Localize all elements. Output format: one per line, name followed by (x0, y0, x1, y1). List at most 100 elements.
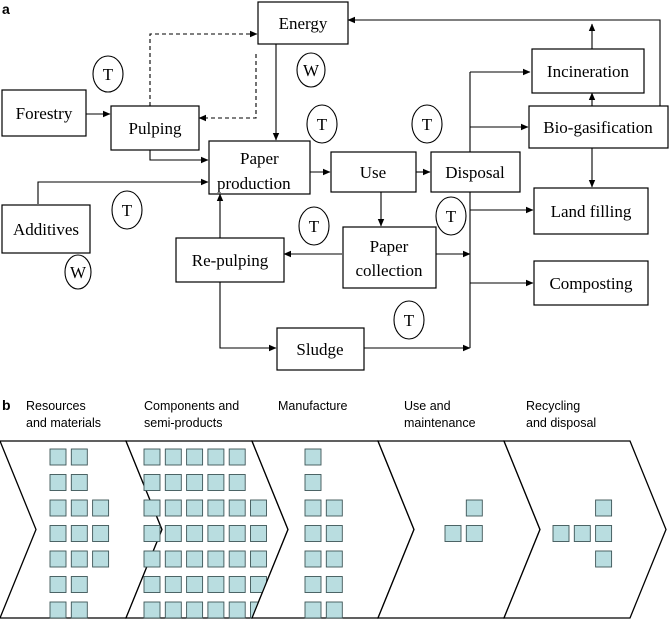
node-paper-collection-label-2: collection (355, 261, 423, 280)
edge-additives-paper-production (37, 178, 209, 204)
svg-text:T: T (122, 201, 133, 220)
component-square (92, 499, 110, 517)
component-square (70, 525, 88, 542)
component-square (143, 550, 161, 568)
component-square (250, 499, 267, 517)
lifecycle-stages: Resources and materials Components and semi… (0, 399, 667, 619)
svg-text:W: W (303, 61, 320, 80)
node-paper-production: Paper production (208, 140, 311, 195)
node-forestry-label: Forestry (16, 104, 73, 123)
component-square (595, 525, 613, 542)
panel-a: a (1, 1, 669, 371)
stage-title-line1: Components and (144, 399, 239, 413)
node-paper-collection-label-1: Paper (370, 237, 409, 256)
node-use-label: Use (360, 163, 386, 182)
badge-t-collection: T (435, 196, 467, 236)
edge-pulping-paper-production (149, 150, 209, 164)
component-square (325, 576, 343, 593)
component-square (186, 576, 204, 593)
component-square (465, 525, 483, 542)
stage-5: Recycling and disposal (503, 399, 667, 619)
node-pulping: Pulping (110, 105, 200, 151)
component-square (70, 474, 88, 491)
edge-re-pulping-sludge (219, 282, 277, 352)
component-square (304, 601, 322, 619)
component-square (186, 499, 204, 517)
component-square (186, 550, 204, 568)
component-square (444, 525, 462, 542)
node-re-pulping: Re-pulping (175, 237, 285, 283)
component-square (304, 499, 322, 517)
component-square (164, 576, 182, 593)
badge-w-additives: W (64, 254, 92, 290)
component-square (207, 601, 225, 619)
component-square (228, 525, 246, 542)
component-square (164, 601, 182, 619)
component-square (49, 550, 67, 568)
stage-title-line1: Resources (26, 399, 86, 413)
component-square (250, 525, 267, 542)
node-sludge-label: Sludge (296, 340, 343, 359)
node-incineration-label: Incineration (547, 62, 630, 81)
stage-title-line1: Manufacture (278, 399, 348, 413)
component-square (207, 474, 225, 491)
stage-title-line2: and materials (26, 416, 101, 430)
component-square (164, 525, 182, 542)
component-square (70, 601, 88, 619)
badge-t-additives: T (111, 190, 143, 230)
component-square (207, 550, 225, 568)
stage-3: Manufacture (251, 399, 415, 619)
component-square (164, 448, 182, 466)
svg-text:T: T (103, 65, 114, 84)
component-square (143, 474, 161, 491)
component-square (92, 550, 110, 568)
node-bio-gasification: Bio-gasification (528, 105, 669, 149)
svg-text:T: T (309, 217, 320, 236)
badge-t-sludge: T (393, 300, 425, 340)
component-square (186, 525, 204, 542)
stage-title-line1: Recycling (526, 399, 580, 413)
stage-title-line1: Use and (404, 399, 451, 413)
node-disposal-label: Disposal (445, 163, 505, 182)
component-square (228, 576, 246, 593)
component-square (573, 525, 591, 542)
component-square (186, 474, 204, 491)
component-square (552, 525, 570, 542)
component-square (228, 550, 246, 568)
component-square (70, 448, 88, 466)
component-square (465, 499, 483, 517)
svg-text:T: T (317, 115, 328, 134)
component-square (164, 474, 182, 491)
component-square (304, 474, 322, 491)
component-square (92, 525, 110, 542)
badges: T W T T T W T (64, 52, 467, 340)
node-use: Use (330, 151, 417, 193)
component-square (49, 499, 67, 517)
stage-2: Components and semi-products (125, 399, 289, 619)
component-square (228, 474, 246, 491)
component-square (325, 601, 343, 619)
component-square (143, 448, 161, 466)
component-square (186, 448, 204, 466)
component-square (70, 576, 88, 593)
node-composting-label: Composting (549, 274, 633, 293)
flow-edges (37, 16, 661, 352)
node-pulping-label: Pulping (129, 119, 182, 138)
node-sludge: Sludge (276, 327, 365, 371)
node-re-pulping-label: Re-pulping (192, 251, 269, 270)
component-square (164, 499, 182, 517)
component-square (595, 550, 613, 568)
badge-t-paper-production: T (306, 104, 338, 144)
component-square (304, 576, 322, 593)
component-square (49, 474, 67, 491)
node-forestry: Forestry (1, 89, 87, 137)
node-land-filling-label: Land filling (551, 202, 632, 221)
component-square (325, 499, 343, 517)
stage-title-line2: semi-products (144, 416, 223, 430)
stage-title-line2: and disposal (526, 416, 596, 430)
component-square (143, 499, 161, 517)
component-square (228, 499, 246, 517)
component-square (325, 525, 343, 542)
